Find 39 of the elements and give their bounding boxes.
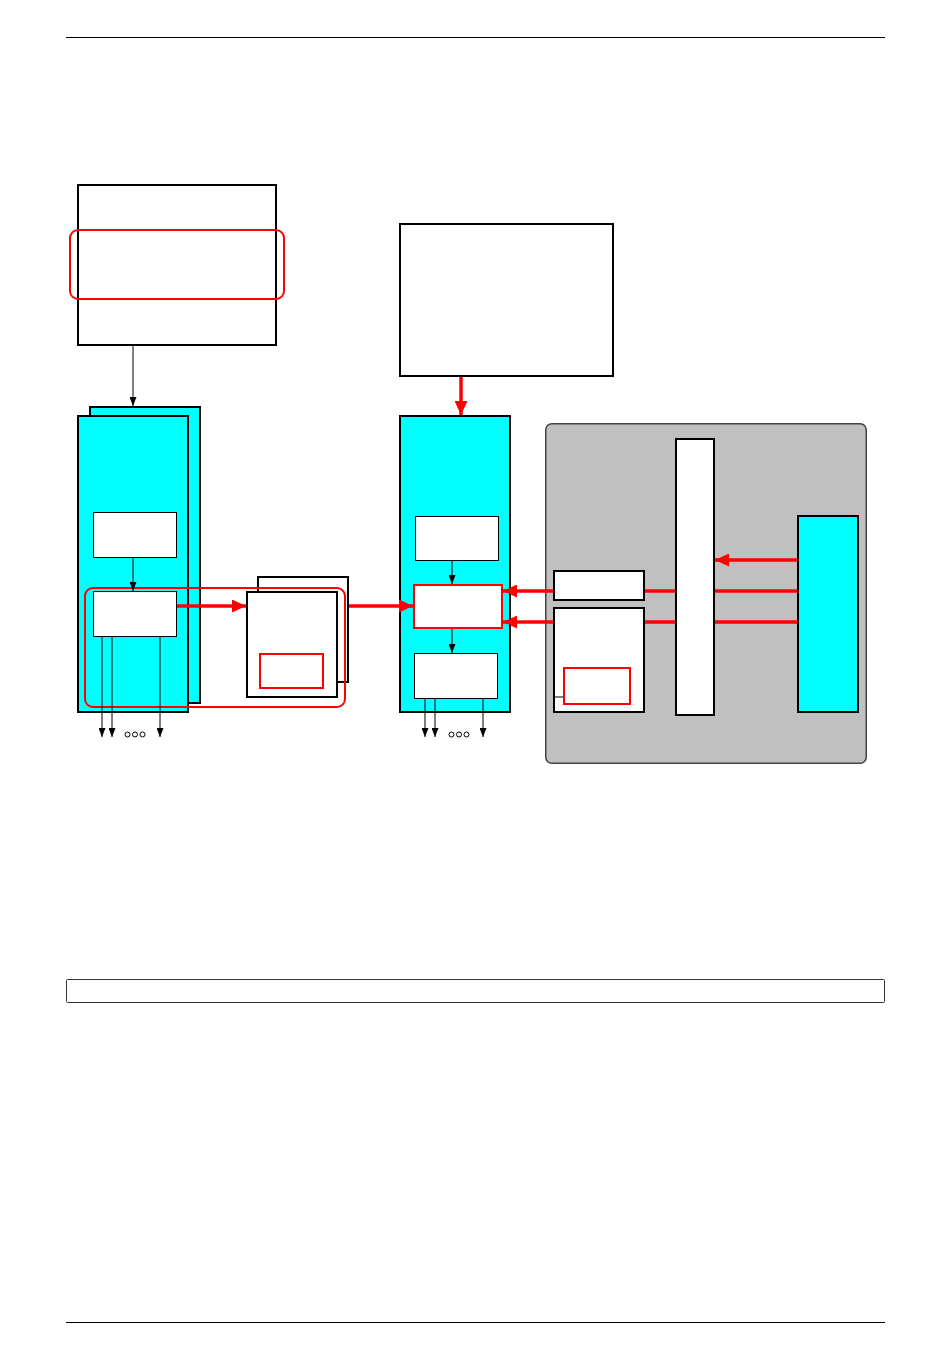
connector-line [715, 589, 797, 593]
connector-line [715, 620, 797, 624]
inner-box [415, 516, 499, 561]
arrow [98, 636, 106, 738]
stacked-module-card [77, 406, 201, 713]
caption-frame [66, 979, 885, 1003]
inner-box [259, 653, 324, 689]
connector-line [645, 589, 675, 593]
inner-box [414, 653, 498, 699]
arrow [349, 599, 413, 613]
block-box [553, 570, 645, 601]
vertical-bar [675, 438, 715, 716]
arrow [454, 377, 468, 415]
stacked-box [246, 576, 349, 698]
arrow [479, 698, 487, 738]
connector-line [552, 696, 564, 698]
arrow [108, 636, 116, 738]
arrow [129, 345, 137, 407]
block-box [553, 607, 645, 713]
arrow [421, 698, 429, 738]
inner-box [563, 667, 631, 705]
arrow [503, 584, 553, 598]
inner-box [93, 512, 177, 558]
module-card [797, 515, 859, 713]
arrow [448, 628, 456, 654]
inner-box [93, 591, 177, 637]
module-card [399, 415, 511, 713]
block-box [77, 184, 277, 346]
arrow [177, 599, 246, 613]
arrow [156, 636, 164, 738]
connector-line [645, 620, 675, 624]
arrow [129, 557, 137, 592]
inner-box [413, 584, 503, 629]
arrow [448, 560, 456, 585]
arrow [503, 615, 553, 629]
arrow [715, 553, 797, 567]
group-panel [545, 423, 867, 764]
block-box [399, 223, 614, 377]
arrow [431, 698, 439, 738]
